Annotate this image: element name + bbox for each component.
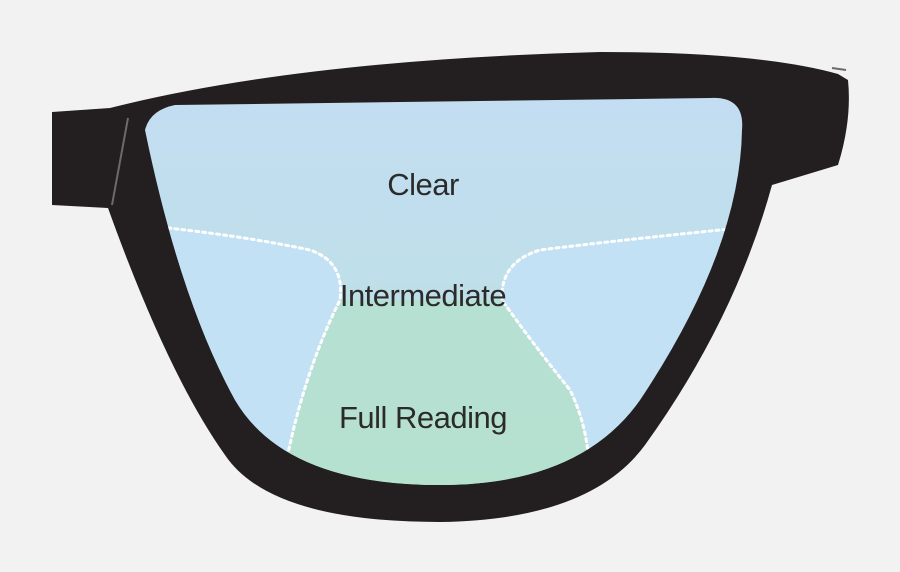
intermediate-zone-label: Intermediate (340, 278, 506, 313)
frame-edge-mark (831, 67, 847, 71)
hinge-highlight (111, 117, 129, 206)
left-divider (145, 223, 343, 485)
right-divider (500, 226, 742, 485)
clear-zone-label: Clear (387, 167, 459, 202)
reading-zone (282, 300, 590, 485)
full-reading-zone-label: Full Reading (339, 400, 507, 435)
